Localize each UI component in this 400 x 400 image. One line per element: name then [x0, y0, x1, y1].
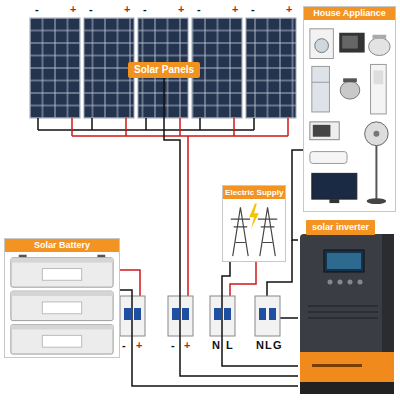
terminal-sign: N	[212, 339, 220, 351]
terminal-sign: +	[184, 339, 190, 351]
battery-box-part-part	[11, 291, 113, 321]
appliance-box-part	[304, 7, 395, 211]
appliance-box-part-part	[365, 122, 388, 146]
inverter-box-part-part	[338, 280, 343, 285]
appliance-box-part-part	[372, 35, 386, 39]
circuit-breakers-part	[214, 308, 221, 320]
appliance-box-part-part	[369, 38, 391, 56]
terminal-sign: -	[122, 339, 126, 351]
battery-box: Solar Battery	[4, 238, 120, 358]
circuit-breakers-part	[269, 308, 276, 320]
inverter-box-part-part	[300, 234, 394, 394]
inverter-box-part-part	[324, 250, 364, 272]
circuit-breakers-part	[124, 308, 131, 320]
inverter-box: solar inverter	[298, 216, 396, 396]
appliance-box-part-part	[329, 199, 339, 203]
battery-box-part-part	[11, 258, 113, 288]
terminal-sign: N	[256, 339, 264, 351]
terminal-sign: -	[143, 3, 147, 15]
node-title: solar inverter	[306, 220, 375, 235]
battery-box-part-part	[11, 325, 113, 330]
inverter-box-part-part	[308, 306, 378, 318]
terminal-sign: +	[70, 3, 76, 15]
solar-panels-part	[84, 18, 134, 118]
appliance-box-part-part	[340, 81, 360, 99]
circuit-breakers-part	[259, 308, 266, 320]
panel-wires-part	[230, 262, 256, 296]
terminal-sign: -	[35, 3, 39, 15]
appliance-box-part-part	[313, 125, 331, 137]
circuit-breakers-part	[172, 308, 179, 320]
appliance-box-part-part	[312, 66, 330, 112]
terminal-sign: L	[265, 339, 272, 351]
node-title: Electric Supply	[223, 186, 285, 199]
terminal-sign: L	[226, 339, 233, 351]
supply-box-part-part	[249, 204, 259, 229]
appliance-box-part-part	[343, 78, 357, 82]
solar-panels-part	[246, 18, 296, 118]
appliance-box-part-part	[315, 39, 329, 53]
terminal-sign: +	[178, 3, 184, 15]
wire-connector	[164, 78, 298, 376]
appliance-box-part-part	[339, 33, 364, 53]
appliance-box-part-part	[371, 64, 387, 114]
inverter-box-part-part	[300, 352, 394, 382]
appliance-box: House Appliance	[303, 6, 396, 212]
appliance-box-part-part	[310, 29, 333, 59]
circuit-breakers-part	[224, 308, 231, 320]
wire-connector	[222, 262, 298, 366]
node-title: Solar Panels	[134, 64, 194, 75]
terminal-sign: G	[273, 339, 282, 351]
panel-wires-part	[38, 118, 254, 130]
battery-box-part-part	[11, 325, 113, 355]
inverter-box-part-part	[327, 253, 361, 269]
solar-panels-part	[30, 18, 80, 118]
appliance-box-part-part	[373, 131, 379, 137]
terminal-sign: -	[171, 339, 175, 351]
wire-connector	[292, 150, 303, 240]
node-title: Solar Battery	[5, 239, 119, 252]
appliance-box-part-part	[342, 36, 358, 49]
appliance-box-part-part	[367, 198, 387, 204]
terminal-sign: -	[251, 3, 255, 15]
inverter-box-part-part	[358, 280, 363, 285]
appliance-box-part-part	[373, 70, 383, 84]
panel-wires-part	[120, 270, 140, 296]
battery-box-part-part	[11, 291, 113, 296]
circuit-breakers-part	[255, 296, 280, 336]
battery-box-part-part	[42, 335, 81, 347]
wire-connector	[120, 290, 298, 386]
appliance-box-part-part	[310, 152, 347, 164]
appliance-box-part-part	[312, 82, 330, 83]
solar-panels	[30, 18, 296, 118]
terminal-sign: +	[232, 3, 238, 15]
terminal-sign: +	[286, 3, 292, 15]
supply-box: Electric Supply	[222, 185, 286, 262]
battery-box-part-part	[42, 269, 81, 281]
terminal-sign: +	[136, 339, 142, 351]
inverter-box-part-part	[328, 280, 333, 285]
terminal-sign: +	[124, 3, 130, 15]
terminal-sign: -	[197, 3, 201, 15]
battery-box-part-part	[11, 258, 113, 263]
inverter-box-part-part	[312, 364, 362, 367]
appliance-box-part-part	[310, 122, 339, 140]
circuit-breakers-part	[134, 308, 141, 320]
battery-box-part-part	[42, 302, 81, 314]
appliance-box-part-part	[312, 173, 357, 199]
circuit-breakers-part	[182, 308, 189, 320]
inverter-box-part-part	[348, 280, 353, 285]
inverter-box-part	[298, 216, 396, 396]
panel-wires-part	[280, 317, 298, 319]
panel-label: Solar Panels	[128, 62, 200, 78]
terminal-sign: -	[89, 3, 93, 15]
battery-box-part	[5, 239, 119, 357]
appliance-box-part-part	[375, 146, 377, 199]
inverter-box-part-part	[300, 382, 394, 394]
node-title: House Appliance	[304, 7, 395, 20]
circuit-breakers	[120, 296, 280, 336]
